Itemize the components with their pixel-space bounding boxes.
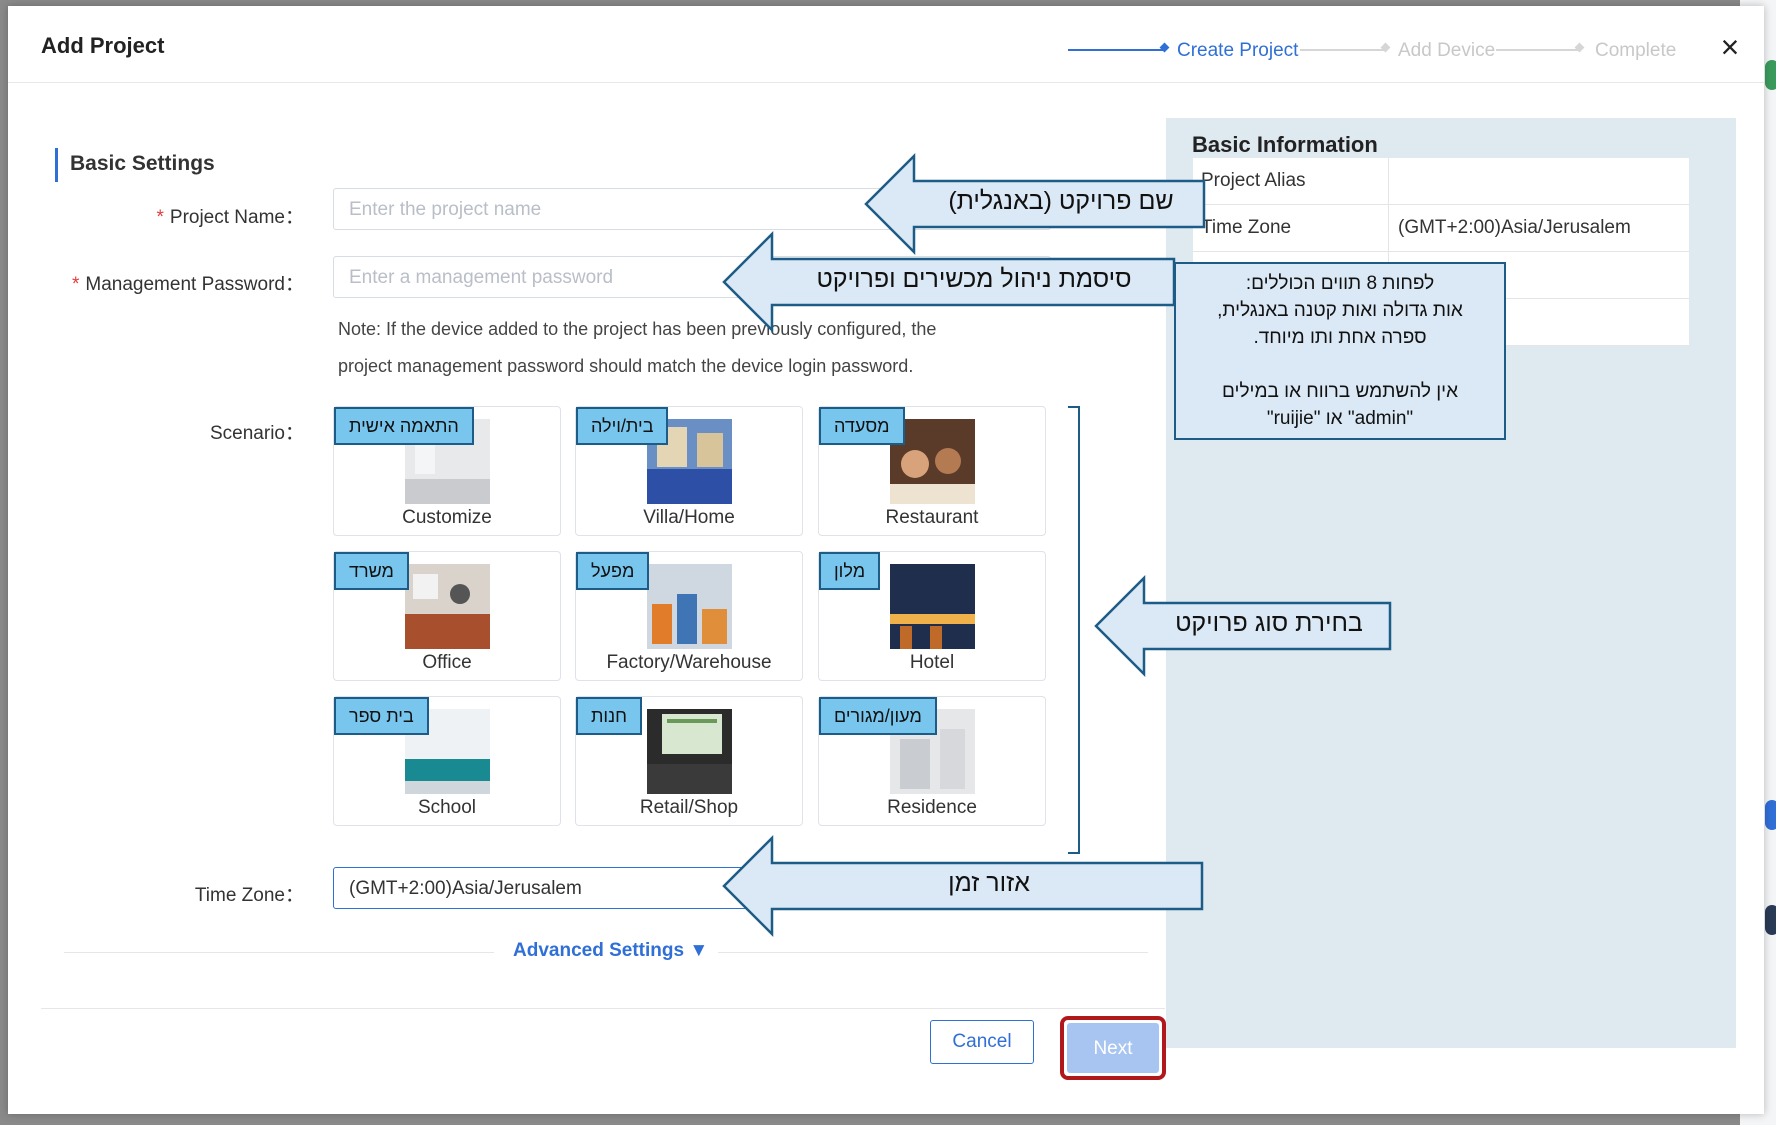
advanced-settings-toggle[interactable]: Advanced Settings ▼	[513, 940, 709, 961]
background-indicator	[1765, 905, 1776, 935]
scenario-tile-office[interactable]: Office משרד	[333, 551, 561, 681]
hebrew-tag: בית ספר	[334, 697, 429, 735]
password-rule-line: ספרה אחת ותו מיוחד.	[1253, 327, 1427, 348]
hebrew-tag: מסעדה	[819, 407, 905, 445]
scenario-tile-school[interactable]: School בית ספר	[333, 696, 561, 826]
hebrew-tag: משרד	[334, 552, 409, 590]
retail-shop-image	[647, 709, 732, 794]
scenario-tile-retail-shop[interactable]: Retail/Shop חנות	[575, 696, 803, 826]
add-project-dialog: Add Project Create Project Add Device Co…	[8, 6, 1764, 1114]
dialog-title: Add Project	[41, 33, 165, 58]
scenario-tile-villa-home[interactable]: Villa/Home בית/וילה	[575, 406, 803, 536]
password-rule-line: לפחות 8 תווים הכוללים:	[1245, 273, 1435, 294]
hebrew-tag: מעון/מגורים	[819, 697, 937, 735]
password-callout: סיסמת ניהול מכשירים ופרויקט	[722, 230, 1176, 334]
callout-arrow-shape	[722, 834, 1204, 938]
cancel-button[interactable]: Cancel	[930, 1020, 1034, 1064]
scenario-caption: Office	[422, 652, 472, 673]
background-indicator	[1765, 800, 1776, 830]
callout-arrow-shape	[1094, 574, 1392, 678]
hebrew-tag: התאמה אישית	[334, 407, 474, 445]
factory-warehouse-image	[647, 564, 732, 649]
info-key: Project Alias	[1193, 158, 1389, 204]
hebrew-tag: חנות	[576, 697, 642, 735]
callout-text: אזור זמן	[948, 869, 1030, 897]
scenario-bracket	[1068, 406, 1080, 854]
scenario-tile-factory-warehouse[interactable]: Factory/Warehouse מפעל	[575, 551, 803, 681]
management-password-label-text: Management Password：	[85, 274, 304, 295]
step-line	[1068, 49, 1163, 51]
scenario-tile-restaurant[interactable]: Restaurant מסעדה	[818, 406, 1046, 536]
callout-text: סיסמת ניהול מכשירים ופרויקט	[816, 265, 1132, 293]
hebrew-tag: מפעל	[576, 552, 650, 590]
info-key: Time Zone	[1193, 205, 1389, 251]
divider	[718, 952, 1148, 953]
section-accent-bar	[55, 148, 58, 182]
callout-text: שם פרויקט (באנגלית)	[948, 187, 1174, 215]
scenario-caption: Villa/Home	[643, 507, 735, 528]
step-complete: Complete	[1595, 40, 1677, 61]
hotel-image	[890, 564, 975, 649]
callout-arrow-shape	[864, 152, 1206, 256]
background-indicator	[1765, 60, 1776, 90]
password-rule-line	[1176, 351, 1504, 378]
hebrew-tag: בית/וילה	[576, 407, 669, 445]
time-zone-label: Time Zone：	[194, 885, 304, 906]
scenario-tile-residence[interactable]: Residence מעון/מגורים	[818, 696, 1046, 826]
restaurant-image	[890, 419, 975, 504]
scenario-caption: Customize	[402, 507, 492, 528]
scenario-caption: Residence	[887, 797, 977, 818]
section-title: Basic Settings	[70, 152, 215, 175]
scenario-caption: Restaurant	[885, 507, 979, 528]
password-rule-line: "admin" או "ruijie"	[1266, 408, 1414, 429]
management-password-label: *Management Password：	[72, 269, 304, 296]
hebrew-tag: מלון	[819, 552, 881, 590]
basic-information-title: Basic Information	[1192, 132, 1378, 157]
next-button[interactable]: Next	[1067, 1023, 1159, 1073]
scenario-caption: School	[417, 797, 477, 818]
info-value	[1390, 158, 1689, 204]
password-rules-box: לפחות 8 תווים הכוללים: אות גדולה ואות קט…	[1174, 262, 1506, 440]
time-zone-callout: אזור זמן	[722, 834, 1204, 938]
scenario-caption: Factory/Warehouse	[606, 652, 772, 673]
project-name-callout: שם פרויקט (באנגלית)	[864, 152, 1206, 256]
step-add-device: Add Device	[1398, 40, 1496, 61]
step-line	[1496, 49, 1578, 51]
divider	[64, 952, 494, 953]
password-note-line2: project management password should match…	[338, 356, 914, 376]
required-marker: *	[156, 207, 164, 228]
scenario-caption: Hotel	[909, 652, 955, 673]
close-icon[interactable]: ×	[1720, 29, 1740, 65]
password-note-line1: Note: If the device added to the project…	[338, 319, 937, 339]
callout-text: בחירת סוג פרויקט	[1175, 609, 1363, 637]
project-name-label-text: Project Name：	[169, 207, 304, 228]
footer-divider	[41, 1008, 1165, 1009]
required-marker: *	[71, 274, 80, 295]
scenario-tile-hotel[interactable]: Hotel מלון	[818, 551, 1046, 681]
scenario-caption: Retail/Shop	[639, 797, 739, 818]
dialog-header: Add Project Create Project Add Device Co…	[8, 6, 1764, 83]
password-rule-line: אין להשתמש ברווח או במילים	[1222, 381, 1458, 402]
step-line	[1300, 49, 1384, 51]
scenario-tile-customize[interactable]: Customize התאמה אישית	[333, 406, 561, 536]
project-name-label: *Project Name：	[156, 202, 304, 229]
scenario-callout: בחירת סוג פרויקט	[1094, 574, 1392, 678]
next-button-highlight	[1060, 1016, 1166, 1080]
info-value: (GMT+2:00)Asia/Jerusalem	[1398, 217, 1631, 238]
info-row: Time Zone (GMT+2:00)Asia/Jerusalem	[1193, 205, 1689, 252]
info-row: Project Alias	[1193, 158, 1689, 205]
password-rule-line: אות גדולה ואות קטנה באנגלית,	[1217, 300, 1463, 321]
scenario-label: Scenario：	[210, 423, 304, 444]
office-image	[405, 564, 490, 649]
step-create-project: Create Project	[1177, 40, 1299, 61]
